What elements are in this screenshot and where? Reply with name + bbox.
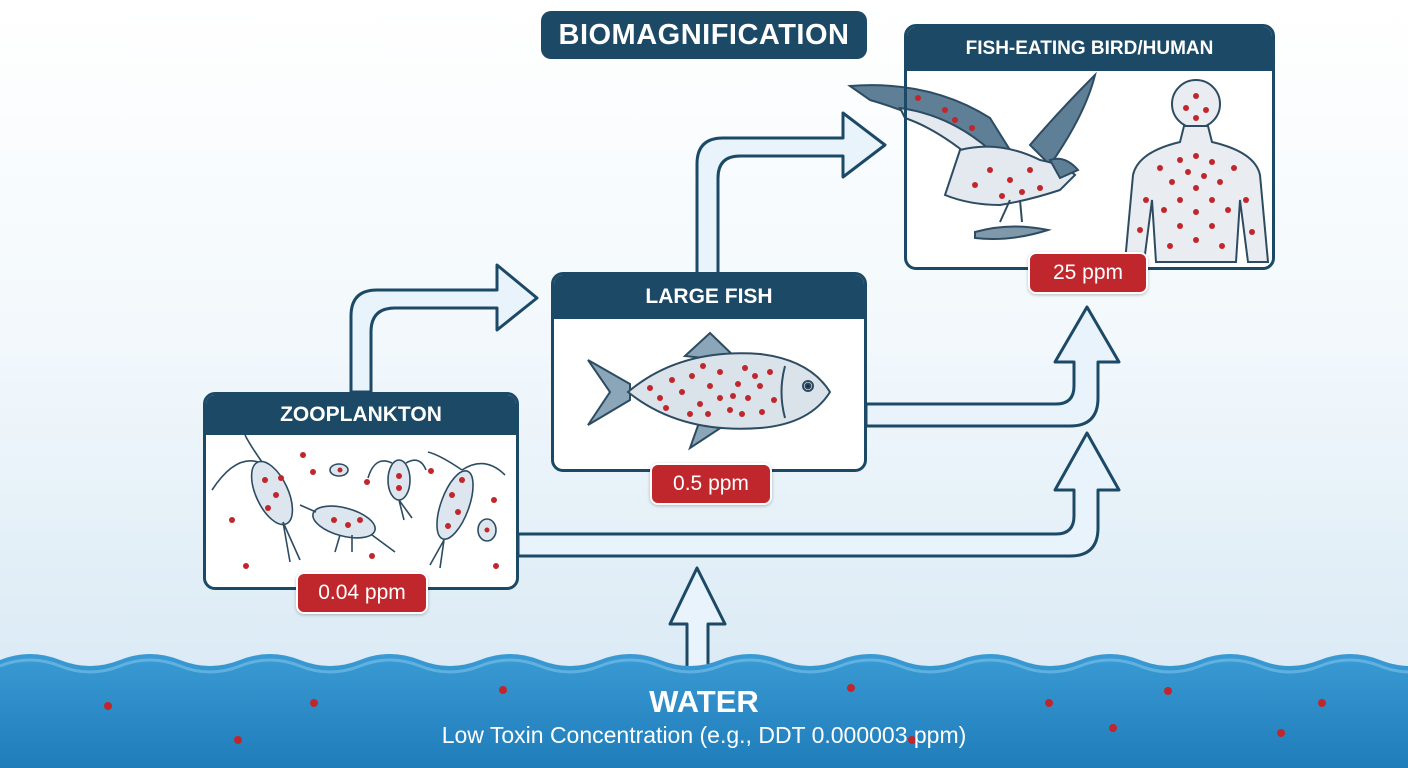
top-level-header: FISH-EATING BIRD/HUMAN	[907, 27, 1272, 71]
zooplankton-toxin-dots	[229, 452, 499, 569]
arrow-water-up	[668, 566, 727, 670]
top-level-ppm-badge: 25 ppm	[1028, 252, 1148, 294]
diagram-title: BIOMAGNIFICATION	[541, 11, 867, 59]
arrow-fish-to-top-right	[864, 305, 1121, 428]
top-toxin-dots	[915, 93, 1255, 249]
zooplankton-ppm-badge: 0.04 ppm	[296, 572, 428, 614]
zooplankton-header: ZOOPLANKTON	[206, 395, 516, 435]
arrow-zooplankton-to-top-right	[516, 431, 1121, 558]
zooplankton-label: ZOOPLANKTON	[280, 403, 442, 426]
zooplankton-card: ZOOPLANKTON	[203, 392, 519, 590]
water-toxin-dots	[104, 684, 1326, 744]
top-level-label: FISH-EATING BIRD/HUMAN	[965, 38, 1214, 59]
arrow-zooplankton-to-fish	[349, 263, 539, 394]
flow-arrows	[349, 111, 1121, 670]
large-fish-label: LARGE FISH	[645, 285, 773, 308]
large-fish-ppm-badge: 0.5 ppm	[650, 463, 772, 505]
zooplankton-illustration	[211, 434, 506, 569]
osprey-icon	[847, 71, 1097, 240]
large-fish-card: LARGE FISH	[551, 272, 867, 472]
water-label: WATER	[649, 684, 759, 719]
large-fish-illustration	[587, 331, 832, 451]
fish-toxin-dots	[647, 363, 777, 417]
fish-icon	[587, 331, 832, 451]
top-level-card: FISH-EATING BIRD/HUMAN	[904, 24, 1275, 270]
water-subtitle: Low Toxin Concentration (e.g., DDT 0.000…	[441, 722, 967, 748]
zooplankton-card-bg	[203, 392, 519, 590]
top-level-illustration	[847, 71, 1270, 263]
large-fish-header: LARGE FISH	[554, 275, 864, 319]
water-body	[0, 654, 1408, 768]
arrow-fish-to-top	[695, 111, 887, 276]
water-waves	[0, 654, 1408, 768]
human-silhouette-icon	[1123, 79, 1270, 263]
